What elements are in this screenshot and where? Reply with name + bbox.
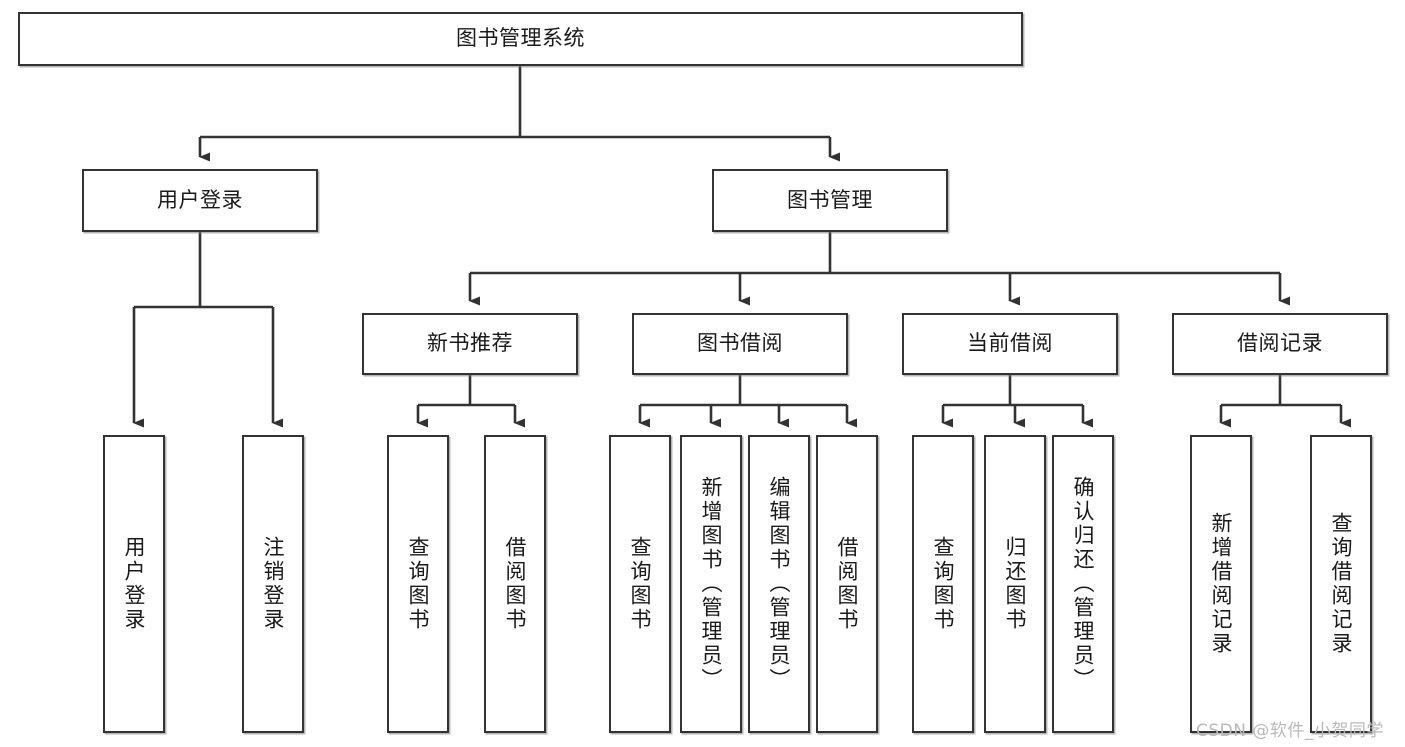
node-leaf-user-login[interactable]: 用户登录 (103, 435, 165, 733)
node-leaf-edit-book-admin-label: 编辑图书（管理员） (767, 476, 792, 692)
node-new-book-recommend[interactable]: 新书推荐 (362, 313, 578, 375)
node-leaf-add-book-admin-label: 新增图书（管理员） (699, 476, 724, 692)
node-root-label: 图书管理系统 (456, 26, 585, 51)
node-leaf-add-borrow-record-label: 新增借阅记录 (1209, 512, 1234, 656)
node-book-borrow-label: 图书借阅 (697, 331, 783, 356)
node-current-borrow-label: 当前借阅 (967, 331, 1053, 356)
node-borrow-record-label: 借阅记录 (1237, 331, 1323, 356)
node-book-management[interactable]: 图书管理 (712, 169, 948, 232)
node-leaf-query-book-current-label: 查询图书 (931, 536, 956, 632)
node-leaf-query-book-recommend[interactable]: 查询图书 (387, 435, 449, 733)
node-leaf-confirm-return-admin[interactable]: 确认归还（管理员） (1052, 435, 1114, 733)
csdn-watermark: CSDN @软件_小贺同学 (1196, 721, 1384, 741)
node-leaf-query-book-borrow-label: 查询图书 (628, 536, 653, 632)
node-root[interactable]: 图书管理系统 (18, 12, 1023, 66)
node-leaf-add-borrow-record[interactable]: 新增借阅记录 (1190, 435, 1252, 733)
node-leaf-borrow-book-label: 借阅图书 (835, 536, 860, 632)
node-leaf-return-book[interactable]: 归还图书 (984, 435, 1046, 733)
node-leaf-borrow-book[interactable]: 借阅图书 (816, 435, 878, 733)
node-leaf-logout-label: 注销登录 (261, 536, 286, 632)
node-leaf-query-book-current[interactable]: 查询图书 (912, 435, 974, 733)
node-leaf-return-book-label: 归还图书 (1003, 536, 1028, 632)
node-new-book-recommend-label: 新书推荐 (427, 331, 513, 356)
node-leaf-edit-book-admin[interactable]: 编辑图书（管理员） (748, 435, 810, 733)
node-leaf-query-book-recommend-label: 查询图书 (406, 536, 431, 632)
node-leaf-query-book-borrow[interactable]: 查询图书 (609, 435, 671, 733)
node-user-login[interactable]: 用户登录 (82, 169, 318, 232)
node-leaf-logout[interactable]: 注销登录 (242, 435, 304, 733)
node-leaf-query-borrow-record-label: 查询借阅记录 (1329, 512, 1354, 656)
node-leaf-borrow-book-recommend[interactable]: 借阅图书 (484, 435, 546, 733)
node-book-borrow[interactable]: 图书借阅 (632, 313, 848, 375)
node-leaf-borrow-book-recommend-label: 借阅图书 (503, 536, 528, 632)
node-book-management-label: 图书管理 (787, 187, 873, 212)
node-current-borrow[interactable]: 当前借阅 (902, 313, 1118, 375)
node-leaf-user-login-label: 用户登录 (122, 536, 147, 632)
node-leaf-query-borrow-record[interactable]: 查询借阅记录 (1310, 435, 1372, 733)
node-leaf-confirm-return-admin-label: 确认归还（管理员） (1071, 476, 1096, 692)
node-user-login-label: 用户登录 (157, 187, 243, 212)
node-leaf-add-book-admin[interactable]: 新增图书（管理员） (680, 435, 742, 733)
node-borrow-record[interactable]: 借阅记录 (1172, 313, 1388, 375)
